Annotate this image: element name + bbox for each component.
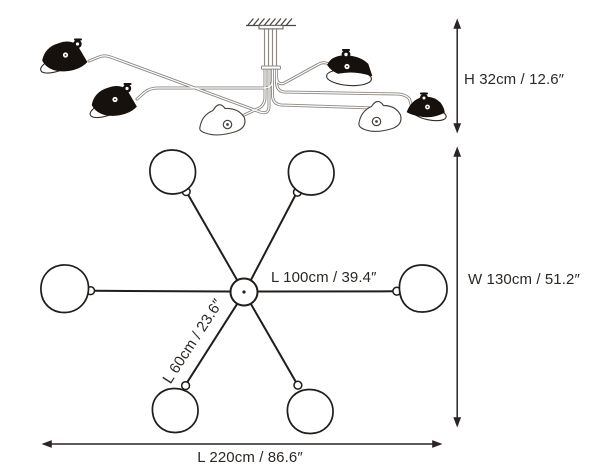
top-shade-right [398, 264, 448, 313]
top-shade-upper-right [287, 150, 335, 196]
width-dimension-arrow [453, 146, 462, 428]
top-view-arm-left [93, 289, 232, 293]
hanging-rods [263, 28, 278, 86]
lamp-shade-black-far-right [406, 92, 447, 122]
lamp-shade-black-left-lower [89, 82, 137, 119]
lamp-shade-white-right [358, 100, 402, 133]
top-shade-lower-left [151, 387, 199, 434]
top-view-arm-lower-left [186, 302, 239, 384]
center-hub-dot [242, 290, 246, 294]
top-shade-left [40, 264, 90, 314]
lamp-shade-black-left-upper [40, 38, 88, 74]
side-view [40, 18, 447, 136]
top-view [40, 149, 448, 435]
top-view-arm-upper-right [249, 194, 297, 282]
height-dimension-arrow [453, 18, 462, 134]
long-arm-dimension-label: L 100cm / 39.4″ [271, 269, 377, 286]
lamp-shade-white-center [199, 104, 246, 136]
top-shade-lower-right [286, 388, 334, 435]
top-view-arm-upper-left [187, 193, 239, 282]
canopy-plate [258, 24, 284, 30]
top-view-arm-lower-right [249, 302, 297, 383]
lamp-shade-black-right-middle [325, 48, 373, 87]
width-dimension-label: W 130cm / 51.2″ [468, 271, 580, 288]
length-dimension-label: L 220cm / 86.6″ [197, 449, 303, 466]
ceiling-mount [246, 18, 296, 30]
connector-lower-right [293, 380, 303, 390]
rod-collar [261, 65, 281, 70]
top-shade-upper-left [149, 149, 197, 195]
connector-lower-left [180, 380, 191, 391]
ceiling-hatch-icon [246, 18, 296, 27]
length-dimension-arrow [41, 440, 443, 448]
dimension-arrows [41, 18, 462, 448]
height-dimension-label: H 32cm / 12.6″ [464, 71, 565, 88]
